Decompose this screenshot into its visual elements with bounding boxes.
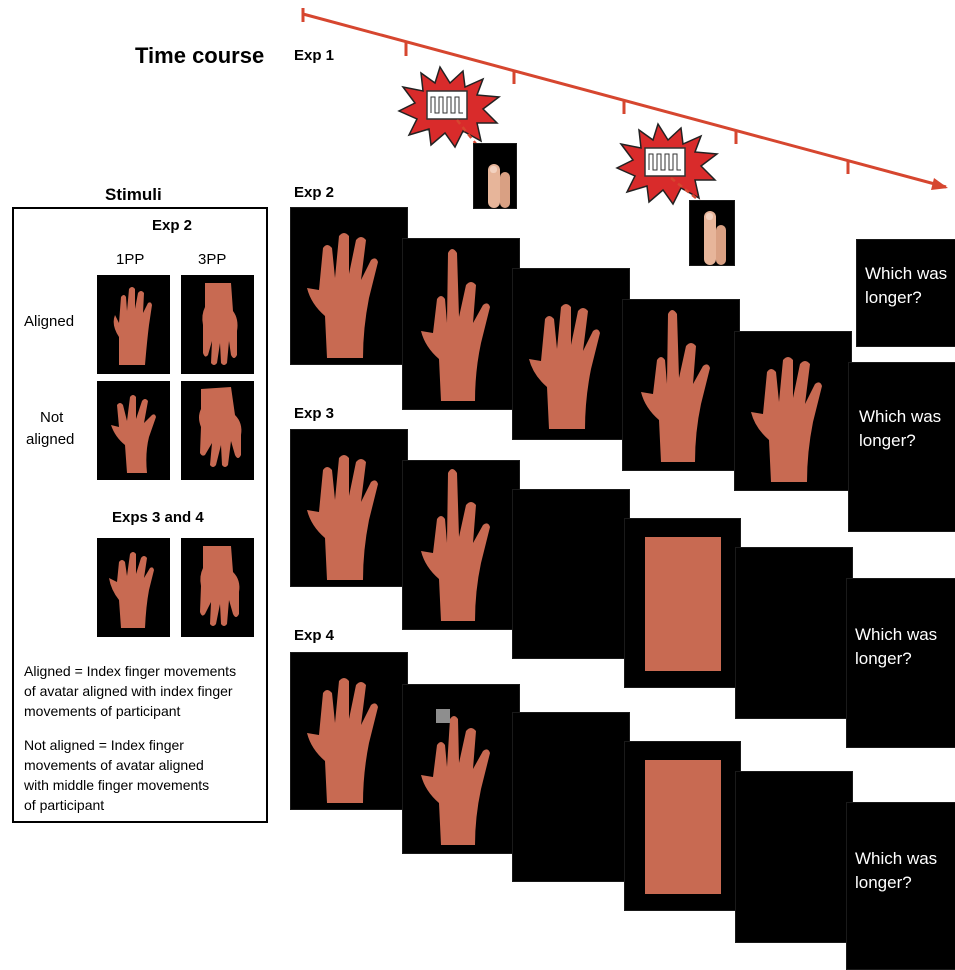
def-not-aligned-line-2: movements of avatar aligned [24, 757, 204, 773]
exp4-frame-skin [624, 741, 741, 911]
time-course-title: Time course [135, 43, 265, 68]
exp3-frame-blank-1 [512, 489, 630, 659]
def-aligned-line-2: of avatar aligned with index finger [24, 683, 233, 699]
stim-aligned-3pp [181, 275, 254, 374]
def-aligned-line-1: Aligned = Index finger movements [24, 663, 237, 679]
exps34-title: Exps 3 and 4 [112, 509, 204, 526]
definition-aligned: Aligned = Index finger movements of avat… [24, 661, 264, 721]
exp4-row-label: Exp 4 [294, 627, 335, 644]
exp4-frame-2 [402, 684, 520, 854]
col-3pp-label: 3PP [198, 251, 227, 268]
stimuli-title: Stimuli [105, 185, 162, 204]
exp4a-question-line-2: longer? [855, 649, 912, 668]
exp2-frame-1 [290, 207, 408, 365]
vibration-burst-icon-2 [615, 122, 720, 211]
exp2-row-label: Exp 2 [294, 184, 335, 201]
gray-square-cue [436, 709, 450, 723]
participant-finger-icon [473, 143, 517, 209]
exp1-label: Exp 1 [294, 47, 335, 64]
exp2-frame-4 [622, 299, 740, 471]
skin-patch-2 [645, 760, 721, 894]
row-not-aligned-label-2: aligned [26, 431, 75, 448]
exp2-frame-2 [402, 238, 520, 410]
stim-not-aligned-1pp [97, 381, 170, 480]
row-not-aligned-label-1: Not [40, 409, 64, 426]
stim-aligned-1pp [97, 275, 170, 374]
exp2-question-line-2: longer? [865, 288, 922, 307]
exp4-question-frame-a: Which was longer? [846, 578, 955, 748]
def-aligned-line-3: movements of participant [24, 703, 181, 719]
exp3-row-label: Exp 3 [294, 405, 335, 422]
exp2-question-frame: Which was longer? [856, 239, 955, 347]
stim-exps34-3pp [181, 538, 254, 637]
stim-exps34-1pp [97, 538, 170, 637]
exp2-question-line-1: Which was [865, 264, 948, 283]
time-axis-arrow [301, 8, 948, 190]
exp3-frame-1 [290, 429, 408, 587]
exp2-frame-3 [512, 268, 630, 440]
stimuli-panel: Exp 2 1PP 3PP Aligned Not aligned Exps 3… [12, 207, 268, 823]
exp3-question-line-2: longer? [859, 431, 916, 450]
exp4a-question-line-1: Which was [855, 625, 938, 644]
vibration-burst-icon [397, 65, 502, 150]
exp4b-question-line-1: Which was [855, 849, 938, 868]
exp4-frame-blank-1 [512, 712, 630, 882]
exp4b-question-line-2: longer? [855, 873, 912, 892]
exp2-frame-5 [734, 331, 852, 491]
exp4-frame-1 [290, 652, 408, 810]
stimuli-exp2-title: Exp 2 [152, 217, 193, 234]
exp4-question-frame-b: Which was longer? [846, 802, 955, 970]
exp4-frame-blank-2 [735, 771, 853, 943]
exp3-question-line-1: Which was [859, 407, 942, 426]
exp3-frame-2 [402, 460, 520, 630]
exp3-frame-blank-2 [735, 547, 853, 719]
row-aligned-label: Aligned [24, 313, 75, 330]
def-not-aligned-line-3: with middle finger movements [24, 777, 210, 793]
exp3-question-frame: Which was longer? [848, 362, 955, 532]
definition-not-aligned: Not aligned = Index finger movements of … [24, 735, 264, 815]
def-not-aligned-line-1: Not aligned = Index finger [24, 737, 184, 753]
stim-not-aligned-3pp [181, 381, 254, 480]
skin-patch [645, 537, 721, 671]
def-not-aligned-line-4: of participant [24, 797, 105, 813]
col-1pp-label: 1PP [116, 251, 145, 268]
participant-finger-icon-2 [689, 200, 735, 266]
exp3-frame-skin [624, 518, 741, 688]
